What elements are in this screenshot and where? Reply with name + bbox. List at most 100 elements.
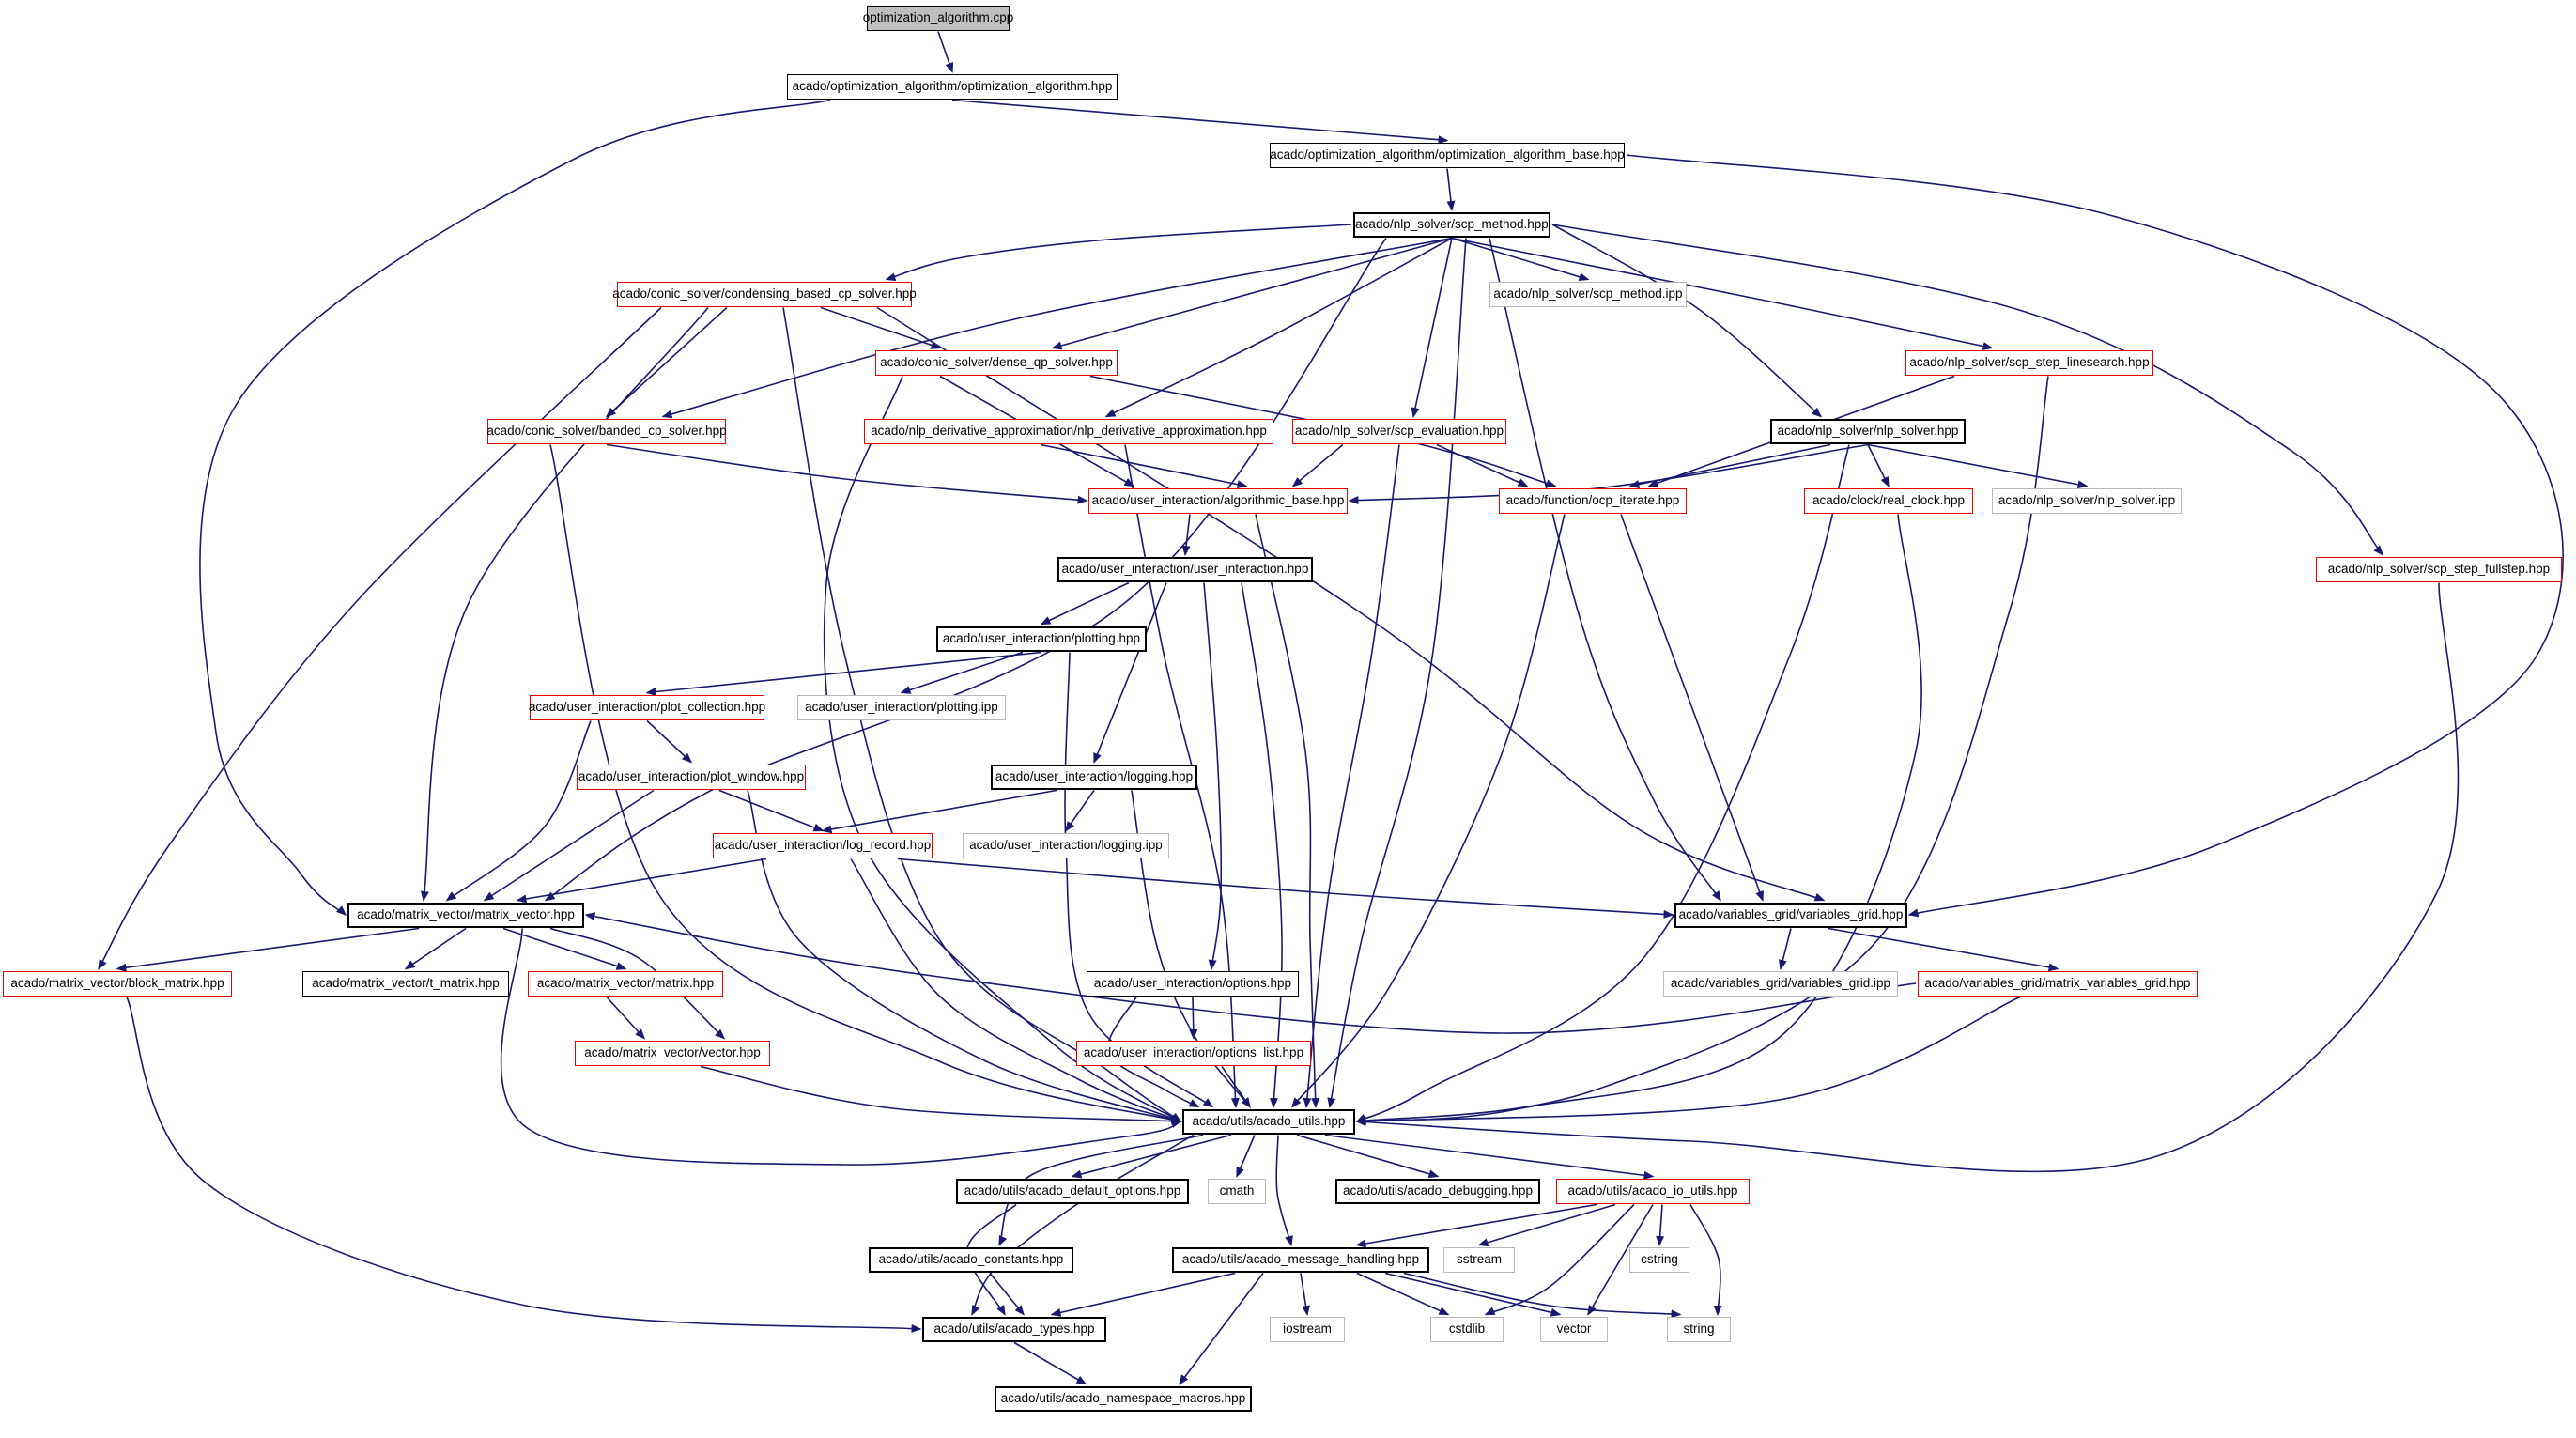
graph-node-fullstep[interactable]: acado/nlp_solver/scp_step_fullstep.hpp	[2316, 556, 2562, 582]
include-edge-options-to-options_list	[1189, 997, 1198, 1040]
graph-node-plot_coll[interactable]: acado/user_interaction/plot_collection.h…	[529, 694, 765, 720]
include-edge-variables_grid-to-vg_ipp	[1778, 928, 1792, 970]
graph-node-ocp_iterate[interactable]: acado/function/ocp_iterate.hpp	[1499, 487, 1687, 514]
include-edge-io_utils-to-msg_handling	[1355, 1203, 1597, 1248]
graph-node-plot_window[interactable]: acado/user_interaction/plot_window.hpp	[577, 764, 806, 790]
graph-node-variables_grid[interactable]: acado/variables_grid/variables_grid.hpp	[1674, 902, 1907, 928]
graph-node-nlp_deriv[interactable]: acado/nlp_derivative_approximation/nlp_d…	[864, 418, 1273, 444]
include-edge-scp_method-to-condensing	[885, 224, 1352, 282]
include-edge-matrix_vector-to-matrix	[502, 927, 627, 970]
graph-node-string: string	[1667, 1316, 1731, 1342]
graph-node-matrix[interactable]: acado/matrix_vector/matrix.hpp	[528, 970, 723, 997]
graph-node-constants[interactable]: acado/utils/acado_constants.hpp	[869, 1246, 1073, 1273]
graph-node-iostream: iostream	[1270, 1316, 1345, 1342]
include-edge-io_utils-to-cstdlib	[1484, 1203, 1635, 1316]
graph-node-types[interactable]: acado/utils/acado_types.hpp	[922, 1316, 1106, 1342]
include-edge-acado_utils-to-io_utils	[1324, 1134, 1655, 1180]
include-edge-scp_eval-to-algo_base	[1291, 443, 1344, 487]
include-edge-opt_hpp-to-opt_base	[951, 99, 1449, 145]
include-edge-fullstep-to-acado_utils	[1355, 582, 2460, 1173]
graph-node-banded[interactable]: acado/conic_solver/banded_cp_solver.hpp	[486, 418, 727, 444]
include-edge-options_list-to-acado_utils	[1221, 1066, 1251, 1108]
graph-node-vector[interactable]: acado/matrix_vector/vector.hpp	[575, 1040, 770, 1066]
include-edge-logging-to-logging_ipp	[1065, 790, 1095, 832]
include-edge-msg_handling-to-cstdlib	[1356, 1272, 1450, 1316]
include-edge-scp_method-to-dense_qp	[1051, 237, 1453, 350]
include-edge-msg_handling-to-iostream	[1300, 1273, 1310, 1316]
include-edge-scp_method-to-nlp_deriv	[1104, 237, 1453, 418]
graph-node-vg_ipp: acado/variables_grid/variables_grid.ipp	[1663, 970, 1898, 997]
graph-node-acado_utils[interactable]: acado/utils/acado_utils.hpp	[1182, 1108, 1355, 1135]
graph-node-matrix_vector[interactable]: acado/matrix_vector/matrix_vector.hpp	[347, 902, 584, 928]
graph-node-block_matrix[interactable]: acado/matrix_vector/block_matrix.hpp	[3, 970, 232, 997]
graph-node-scp_method_ipp: acado/nlp_solver/scp_method.ipp	[1489, 281, 1687, 307]
include-edge-scp_method-to-linesearch	[1451, 237, 1994, 350]
include-edge-matrix_vector-to-vector	[549, 927, 726, 1040]
include-edge-opt_base-to-scp_method	[1446, 168, 1456, 211]
graph-node-debugging[interactable]: acado/utils/acado_debugging.hpp	[1335, 1178, 1540, 1204]
include-edge-acado_utils-to-types	[971, 1134, 1195, 1316]
graph-node-log_record[interactable]: acado/user_interaction/log_record.hpp	[713, 832, 933, 858]
include-edge-ocp_iterate-to-acado_utils	[1291, 514, 1566, 1108]
include-edge-real_clock-to-acado_utils	[1355, 514, 1922, 1125]
graph-node-scp_eval[interactable]: acado/nlp_solver/scp_evaluation.hpp	[1292, 418, 1506, 444]
graph-node-nlp_solver[interactable]: acado/nlp_solver/nlp_solver.hpp	[1770, 418, 1966, 444]
include-edge-vector-to-acado_utils	[700, 1065, 1182, 1126]
include-edge-user_inter-to-acado_utils	[1241, 582, 1283, 1108]
include-edge-io_utils-to-sstream	[1477, 1203, 1616, 1247]
include-edge-io_utils-to-vector_std	[1587, 1204, 1654, 1316]
graph-node-sstream: sstream	[1443, 1246, 1515, 1273]
include-edge-types-to-ns_macros	[1013, 1341, 1087, 1385]
include-edge-matrix_vector-to-block_matrix	[116, 927, 420, 972]
include-edge-acado_utils-to-constants	[998, 1134, 1204, 1246]
graph-node-logging[interactable]: acado/user_interaction/logging.hpp	[991, 764, 1197, 790]
graph-node-condensing[interactable]: acado/conic_solver/condensing_based_cp_s…	[612, 281, 917, 307]
graph-node-mvg[interactable]: acado/variables_grid/matrix_variables_gr…	[1918, 970, 2198, 997]
include-edge-nlp_deriv-to-algo_base	[1040, 443, 1248, 489]
graph-node-io_utils[interactable]: acado/utils/acado_io_utils.hpp	[1556, 1178, 1750, 1204]
graph-node-default_opts[interactable]: acado/utils/acado_default_options.hpp	[956, 1178, 1189, 1204]
include-edge-plotting-to-acado_utils	[1064, 652, 1214, 1108]
include-edge-variables_grid-to-mvg	[1828, 927, 2059, 972]
graph-node-scp_method[interactable]: acado/nlp_solver/scp_method.hpp	[1353, 211, 1550, 238]
include-edge-main-to-opt_hpp	[937, 31, 954, 73]
include-edge-nlp_solver-to-real_clock	[1867, 444, 1890, 487]
include-edge-scp_method-to-nlp_solver	[1551, 224, 1823, 418]
include-edge-plot_coll-to-plot_window	[646, 719, 693, 764]
graph-node-msg_handling[interactable]: acado/utils/acado_message_handling.hpp	[1172, 1246, 1429, 1273]
graph-node-dense_qp[interactable]: acado/conic_solver/dense_qp_solver.hpp	[875, 349, 1118, 376]
include-edge-condensing-to-dense_qp	[820, 306, 942, 349]
graph-node-nlp_solver_ipp: acado/nlp_solver/nlp_solver.ipp	[1992, 487, 2182, 514]
graph-node-main: optimization_algorithm.cpp	[863, 5, 1013, 31]
graph-node-cstring: cstring	[1629, 1246, 1689, 1273]
include-edge-nlp_solver-to-ocp_iterate	[1628, 443, 1831, 488]
include-edge-acado_utils-to-cmath	[1236, 1135, 1256, 1178]
graph-node-options_list[interactable]: acado/user_interaction/options_list.hpp	[1076, 1040, 1311, 1066]
graph-node-options[interactable]: acado/user_interaction/options.hpp	[1087, 970, 1299, 997]
include-edge-user_inter-to-logging	[1093, 582, 1167, 764]
graph-node-plotting[interactable]: acado/user_interaction/plotting.hpp	[936, 626, 1147, 652]
include-edge-plot_window-to-acado_utils	[747, 790, 1182, 1123]
graph-node-cmath: cmath	[1208, 1178, 1266, 1204]
graph-node-opt_base[interactable]: acado/optimization_algorithm/optimizatio…	[1270, 142, 1625, 168]
include-edge-plot_window-to-matrix_vector	[483, 789, 655, 902]
graph-node-real_clock[interactable]: acado/clock/real_clock.hpp	[1804, 487, 1973, 514]
graph-node-user_inter[interactable]: acado/user_interaction/user_interaction.…	[1057, 556, 1313, 582]
include-edge-log_record-to-acado_utils	[850, 858, 1182, 1122]
graph-node-t_matrix[interactable]: acado/matrix_vector/t_matrix.hpp	[302, 970, 509, 997]
graph-node-algo_base[interactable]: acado/user_interaction/algorithmic_base.…	[1088, 487, 1348, 514]
graph-node-ns_macros[interactable]: acado/utils/acado_namespace_macros.hpp	[995, 1385, 1252, 1412]
include-edge-msg_handling-to-vector_std	[1384, 1272, 1562, 1317]
include-edge-ocp_iterate-to-variables_grid	[1620, 514, 1764, 902]
graph-node-vector_std: vector	[1540, 1316, 1608, 1342]
include-edge-msg_handling-to-ns_macros	[1179, 1273, 1264, 1385]
graph-node-opt_hpp[interactable]: acado/optimization_algorithm/optimizatio…	[787, 73, 1118, 100]
include-edge-scp_method-to-matrix_vector	[544, 238, 1387, 902]
include-edge-options-to-acado_utils	[1106, 997, 1200, 1108]
include-edge-plot_coll-to-matrix_vector	[445, 720, 592, 902]
include-edge-matrix-to-vector	[606, 996, 646, 1040]
include-edge-logging-to-log_record	[821, 789, 1057, 834]
include-edge-scp_method-to-variables_grid	[1489, 238, 1721, 902]
graph-node-linesearch[interactable]: acado/nlp_solver/scp_step_linesearch.hpp	[1905, 349, 2153, 376]
